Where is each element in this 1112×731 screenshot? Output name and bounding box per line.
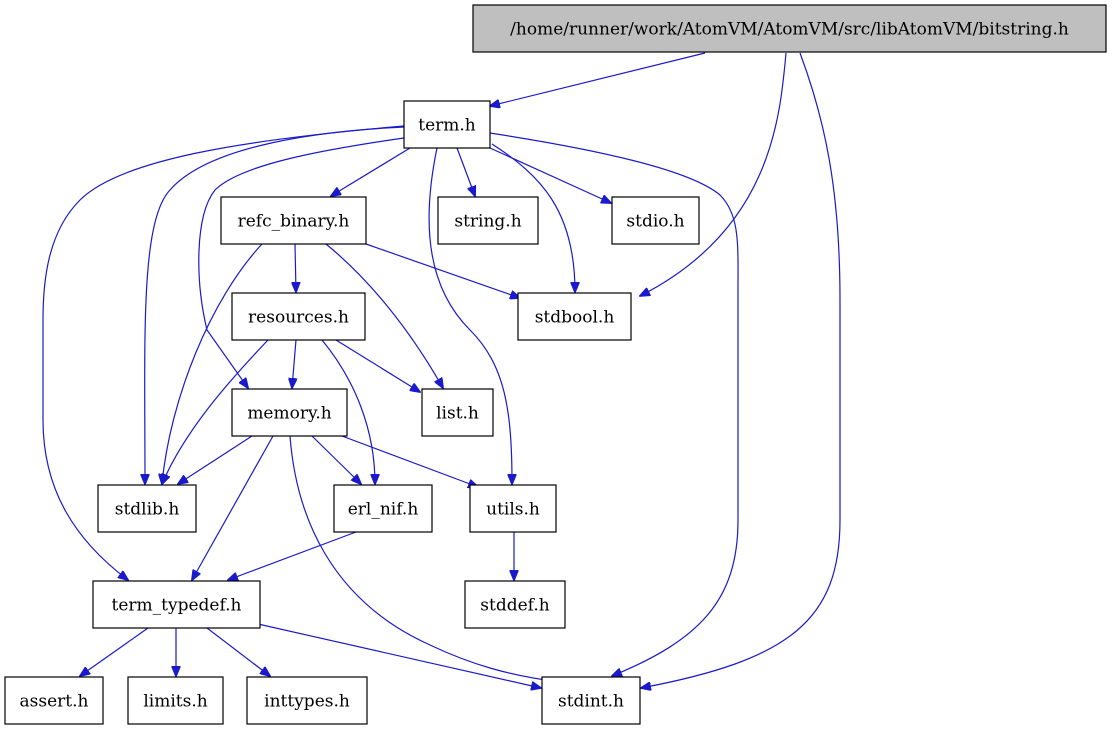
edge-term-h-to-stdlib-h <box>145 126 405 484</box>
edge-term-typedef-h-to-assert-h <box>80 627 149 676</box>
node-label: term_typedef.h <box>112 596 242 616</box>
node-label: stdio.h <box>626 212 684 232</box>
node-box <box>472 4 1107 53</box>
edge-term-h-to-memory-h <box>198 137 405 388</box>
node-memory-h[interactable]: memory.h <box>231 388 348 437</box>
node-label: utils.h <box>486 500 540 520</box>
node-string-h[interactable]: string.h <box>437 196 539 245</box>
edge-memory-h-to-stdlib-h <box>178 435 253 484</box>
node-label: resources.h <box>248 308 349 328</box>
edge-term-h-to-stdbool-h <box>491 143 575 292</box>
node-box <box>231 388 348 437</box>
node-label: memory.h <box>247 404 331 424</box>
node-stdint-h[interactable]: stdint.h <box>541 676 641 725</box>
nodes-layer: /home/runner/work/AtomVM/AtomVM/src/libA… <box>4 4 1107 725</box>
node-label: stddef.h <box>480 596 549 616</box>
node-box <box>421 388 494 437</box>
node-label: stdlib.h <box>115 500 180 520</box>
node-box <box>127 676 224 725</box>
edge-memory-h-to-stdint-h <box>289 435 560 682</box>
node-resources-h[interactable]: resources.h <box>231 292 366 341</box>
node-box <box>333 484 433 533</box>
edge-erl-nif-h-to-term-typedef-h <box>228 531 357 580</box>
edge-refc-binary-h-to-resources-h <box>295 243 296 292</box>
node-box <box>97 484 197 533</box>
node-box <box>517 292 632 341</box>
node-limits-h[interactable]: limits.h <box>127 676 224 725</box>
node-bitstring-h[interactable]: /home/runner/work/AtomVM/AtomVM/src/libA… <box>472 4 1107 53</box>
edge-resources-h-to-list-h <box>335 339 420 392</box>
node-box <box>611 196 700 245</box>
node-box <box>246 676 368 725</box>
node-box <box>92 580 261 629</box>
edge-resources-h-to-stdlib-h <box>162 339 269 484</box>
edge-refc-binary-h-to-stdlib-h <box>162 243 263 484</box>
node-stddef-h[interactable]: stddef.h <box>464 580 566 629</box>
edge-term-h-to-stdint-h <box>489 132 739 676</box>
edge-bitstring-h-to-stdint-h <box>641 52 841 688</box>
node-stdlib-h[interactable]: stdlib.h <box>97 484 197 533</box>
edge-term-typedef-h-to-inttypes-h <box>206 627 270 676</box>
edge-memory-h-to-term-typedef-h <box>192 435 274 580</box>
edge-memory-h-to-erl-nif-h <box>311 435 361 484</box>
node-box <box>220 196 367 245</box>
edge-term-typedef-h-to-stdint-h <box>257 623 541 688</box>
node-label: term.h <box>418 116 476 136</box>
node-erl-nif-h[interactable]: erl_nif.h <box>333 484 433 533</box>
node-box <box>231 292 366 341</box>
node-label: erl_nif.h <box>348 500 419 520</box>
node-label: stdbool.h <box>535 308 615 328</box>
edge-term-h-to-refc-binary-h <box>331 147 411 196</box>
edge-term-h-to-utils-h <box>428 147 512 484</box>
node-label: /home/runner/work/AtomVM/AtomVM/src/libA… <box>510 20 1069 40</box>
node-label: inttypes.h <box>264 692 350 712</box>
edges-layer <box>42 52 841 688</box>
edge-refc-binary-h-to-list-h <box>325 243 443 388</box>
node-list-h[interactable]: list.h <box>421 388 494 437</box>
edge-term-h-to-string-h <box>456 147 475 196</box>
edge-term-h-to-stdio-h <box>489 147 611 203</box>
node-box <box>4 676 104 725</box>
edge-bitstring-h-to-stdbool-h <box>640 52 787 296</box>
node-term-typedef-h[interactable]: term_typedef.h <box>92 580 261 629</box>
node-inttypes-h[interactable]: inttypes.h <box>246 676 368 725</box>
node-label: string.h <box>454 212 521 232</box>
node-label: assert.h <box>20 692 89 712</box>
node-stdbool-h[interactable]: stdbool.h <box>517 292 632 341</box>
node-label: limits.h <box>143 692 207 712</box>
node-box <box>403 100 491 149</box>
node-label: stdint.h <box>558 692 624 712</box>
edge-bitstring-h-to-term-h <box>490 52 706 106</box>
node-stdio-h[interactable]: stdio.h <box>611 196 700 245</box>
edge-refc-binary-h-to-stdbool-h <box>365 243 520 298</box>
node-label: list.h <box>436 404 479 424</box>
node-utils-h[interactable]: utils.h <box>469 484 557 533</box>
node-box <box>541 676 641 725</box>
node-box <box>464 580 566 629</box>
node-box <box>469 484 557 533</box>
node-assert-h[interactable]: assert.h <box>4 676 104 725</box>
node-term-h[interactable]: term.h <box>403 100 491 149</box>
edge-term-h-to-term-typedef-h <box>42 125 405 580</box>
node-box <box>437 196 539 245</box>
edge-memory-h-to-utils-h <box>341 435 478 487</box>
node-label: refc_binary.h <box>238 212 350 232</box>
edge-resources-h-to-memory-h <box>292 339 296 388</box>
node-refc-binary-h[interactable]: refc_binary.h <box>220 196 367 245</box>
edge-resources-h-to-erl-nif-h <box>321 339 375 484</box>
